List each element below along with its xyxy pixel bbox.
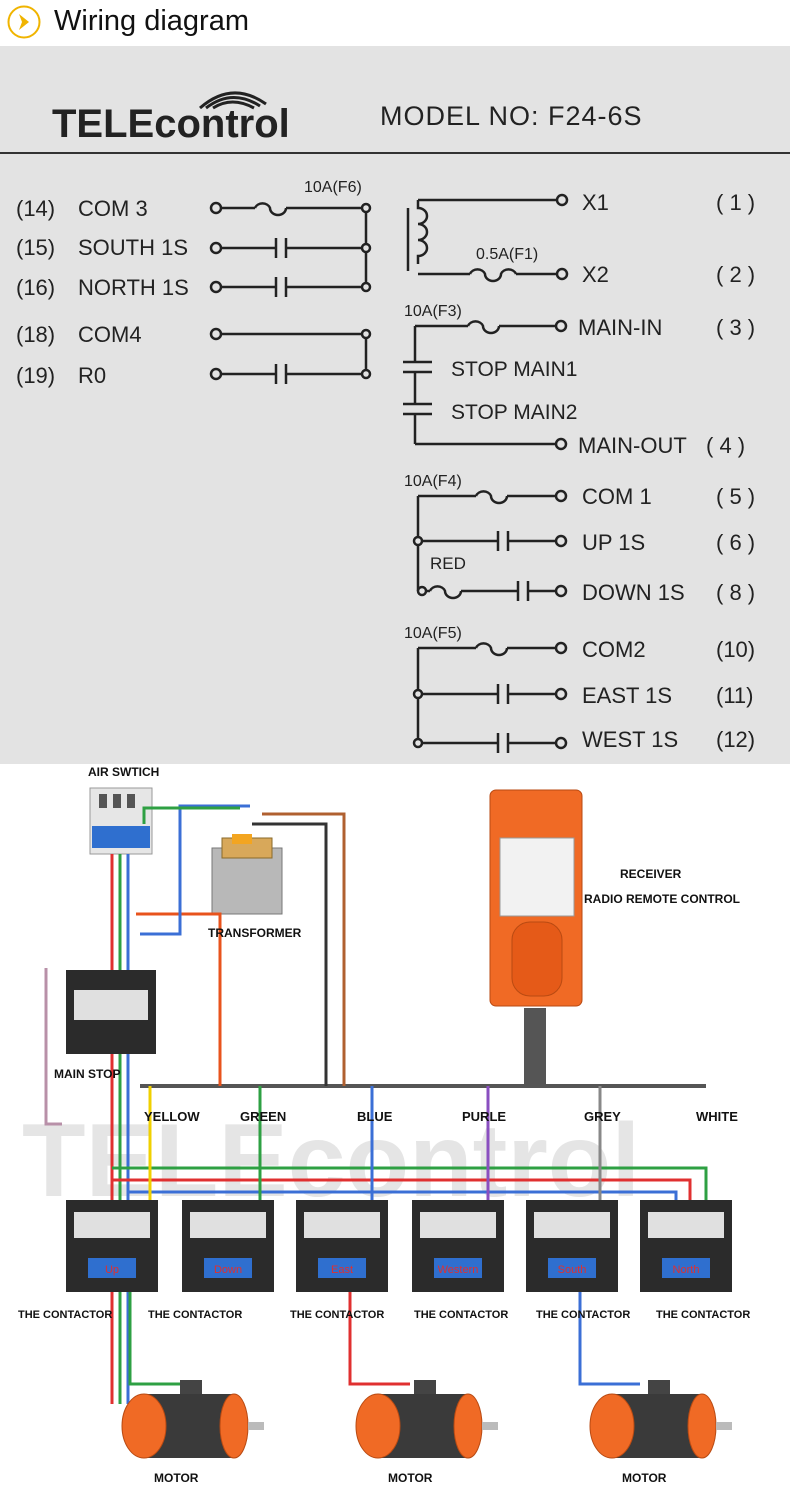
wire-blue-label: BLUE [357, 1109, 393, 1124]
contactor-tag: Western [438, 1264, 479, 1276]
motor-label: MOTOR [154, 1471, 199, 1485]
terminal-19-num: (19) [16, 363, 55, 388]
contactor-label: THE CONTACTOR [656, 1309, 750, 1321]
receiver-label: RECEIVER [620, 867, 682, 881]
terminal-14-label: COM 3 [78, 196, 148, 221]
model-number: MODEL NO: F24-6S [380, 101, 643, 131]
terminal-16-num: (16) [16, 275, 55, 300]
terminal-x1-label: X1 [582, 190, 609, 215]
main-stop-label: MAIN STOP [54, 1067, 120, 1081]
terminal-up-label: UP 1S [582, 530, 645, 555]
wire-purle-label: PURLE [462, 1109, 506, 1124]
air-switch [89, 787, 153, 855]
terminal-15-num: (15) [16, 235, 55, 260]
installation-illustration: TELEcontrol [0, 764, 790, 1486]
fuse-f4-label: 10A(F4) [404, 473, 462, 490]
motor-label: MOTOR [622, 1471, 667, 1485]
terminal-x2-num: ( 2 ) [716, 262, 755, 287]
contactor-label: THE CONTACTOR [536, 1309, 630, 1321]
wire-yellow-label: YELLOW [144, 1109, 200, 1124]
contactor-label: THE CONTACTOR [18, 1309, 112, 1321]
contactor-label: THE CONTACTOR [148, 1309, 242, 1321]
terminal-18-num: (18) [16, 322, 55, 347]
wire-green-label: GREEN [240, 1109, 286, 1124]
terminal-com2-num: (10) [716, 637, 755, 662]
section-header: Wiring diagram [0, 0, 790, 46]
terminal-down-label: DOWN 1S [582, 580, 685, 605]
contactor-tag: Down [214, 1264, 242, 1276]
transformer [211, 834, 283, 915]
terminal-west-label: WEST 1S [582, 727, 678, 752]
stop-main1-label: STOP MAIN1 [451, 358, 577, 381]
contactor-tag: North [673, 1264, 700, 1276]
terminal-east-label: EAST 1S [582, 683, 672, 708]
watermark-text: TELEcontrol [22, 1103, 640, 1219]
contactor-label: THE CONTACTOR [414, 1309, 508, 1321]
contactor-label: THE CONTACTOR [290, 1309, 384, 1321]
logo-text: TELEcontrol [52, 102, 290, 146]
motor-row: MOTOR MOTOR MOTOR [121, 1380, 732, 1485]
terminal-main-in-label: MAIN-IN [578, 315, 662, 340]
terminal-x2-label: X2 [582, 262, 609, 287]
bus-wires [44, 804, 708, 1404]
telecontrol-logo: TELEcontrol [52, 91, 290, 146]
terminal-com1-label: COM 1 [582, 484, 652, 509]
terminal-15-label: SOUTH 1S [78, 235, 188, 260]
motor: MOTOR [589, 1380, 732, 1485]
air-switch-label: AIR SWTICH [88, 765, 159, 779]
terminal-up-num: ( 6 ) [716, 530, 755, 555]
terminal-com2-label: COM2 [582, 637, 646, 662]
transformer-label: TRANSFORMER [208, 926, 302, 940]
terminal-main-in-num: ( 3 ) [716, 315, 755, 340]
receiver-unit [489, 789, 583, 1088]
wire-white-label: WHITE [696, 1109, 738, 1124]
contactor-tag: South [558, 1264, 587, 1276]
fuse-f6-label: 10A(F6) [304, 179, 362, 196]
motor: MOTOR [355, 1380, 498, 1485]
terminal-14-num: (14) [16, 196, 55, 221]
wiring-schematic: TELEcontrol MODEL NO: F24-6S [0, 46, 790, 764]
fuse-f5-label: 10A(F5) [404, 625, 462, 642]
contactor-tag: Up [105, 1264, 119, 1276]
terminal-east-num: (11) [716, 683, 754, 708]
fuse-f3-label: 10A(F3) [404, 303, 462, 320]
wire-grey-label: GREY [584, 1109, 621, 1124]
schematic-lines [222, 198, 558, 753]
contactor-tag: East [331, 1264, 353, 1276]
terminal-west-num: (12) [716, 727, 755, 752]
motor-label: MOTOR [388, 1471, 433, 1485]
terminal-19-label: R0 [78, 363, 106, 388]
section-title: Wiring diagram [54, 5, 249, 37]
fuse-red-label: RED [430, 554, 466, 573]
fuse-f1-label: 0.5A(F1) [476, 246, 538, 263]
main-stop-contactor [66, 970, 156, 1054]
motor: MOTOR [121, 1380, 264, 1485]
terminal-18-label: COM4 [78, 322, 142, 347]
chevron-right-icon [7, 5, 41, 39]
terminal-com1-num: ( 5 ) [716, 484, 755, 509]
terminal-down-num: ( 8 ) [716, 580, 755, 605]
stop-main2-label: STOP MAIN2 [451, 401, 577, 424]
terminal-x1-num: ( 1 ) [716, 190, 755, 215]
terminal-nodes [209, 193, 569, 750]
radio-remote-label: RADIO REMOTE CONTROL [584, 892, 740, 906]
terminal-16-label: NORTH 1S [78, 275, 189, 300]
terminal-main-out-label: MAIN-OUT [578, 433, 687, 458]
terminal-main-out-num: ( 4 ) [706, 433, 745, 458]
